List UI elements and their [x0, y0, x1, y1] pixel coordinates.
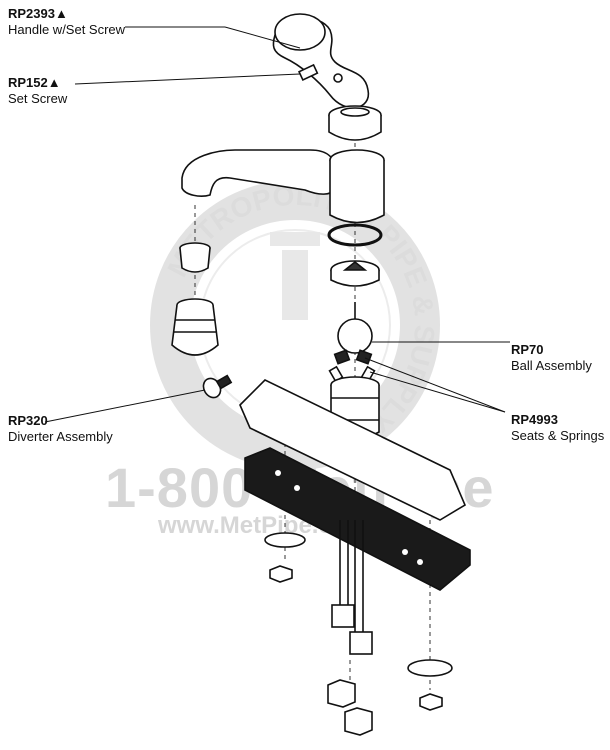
supply-tubes [331, 520, 373, 655]
spout [181, 149, 385, 224]
diverter [202, 374, 233, 399]
set-screw [297, 63, 319, 81]
callout-desc: Set Screw [8, 91, 68, 106]
callout-desc: Ball Assembly [511, 358, 592, 373]
callout-code: RP70 [511, 342, 544, 357]
deck-plate [239, 379, 467, 521]
cam [330, 260, 380, 287]
callout-ball-assembly: RP70 Ball Assembly [511, 342, 592, 374]
cap [328, 105, 382, 141]
callout-code: RP320 [8, 413, 48, 428]
callout-diverter: RP320 Diverter Assembly [8, 413, 113, 445]
nut-left [269, 565, 293, 583]
washer-right [407, 659, 453, 677]
aerator [179, 242, 211, 273]
callout-code: RP152▲ [8, 75, 61, 90]
callout-code: RP2393▲ [8, 6, 68, 21]
callout-desc: Diverter Assembly [8, 429, 113, 444]
o-ring [327, 223, 383, 247]
leader-lines [44, 26, 510, 423]
handle [272, 13, 370, 109]
ball [337, 302, 373, 354]
callout-desc: Seats & Springs [511, 428, 605, 443]
washer-left [264, 532, 306, 548]
callout-seats-springs: RP4993 Seats & Springs [511, 412, 604, 444]
spray-head [171, 298, 219, 356]
callout-handle: RP2393▲ Handle w/Set Screw [8, 6, 125, 38]
callout-desc: Handle w/Set Screw [8, 22, 126, 37]
seats-springs [328, 349, 376, 383]
callout-code: RP4993 [511, 412, 558, 427]
gasket-plate [244, 447, 471, 591]
nut-right [419, 693, 443, 711]
callout-set-screw: RP152▲ Set Screw [8, 75, 67, 107]
coupling-nuts [327, 679, 373, 736]
